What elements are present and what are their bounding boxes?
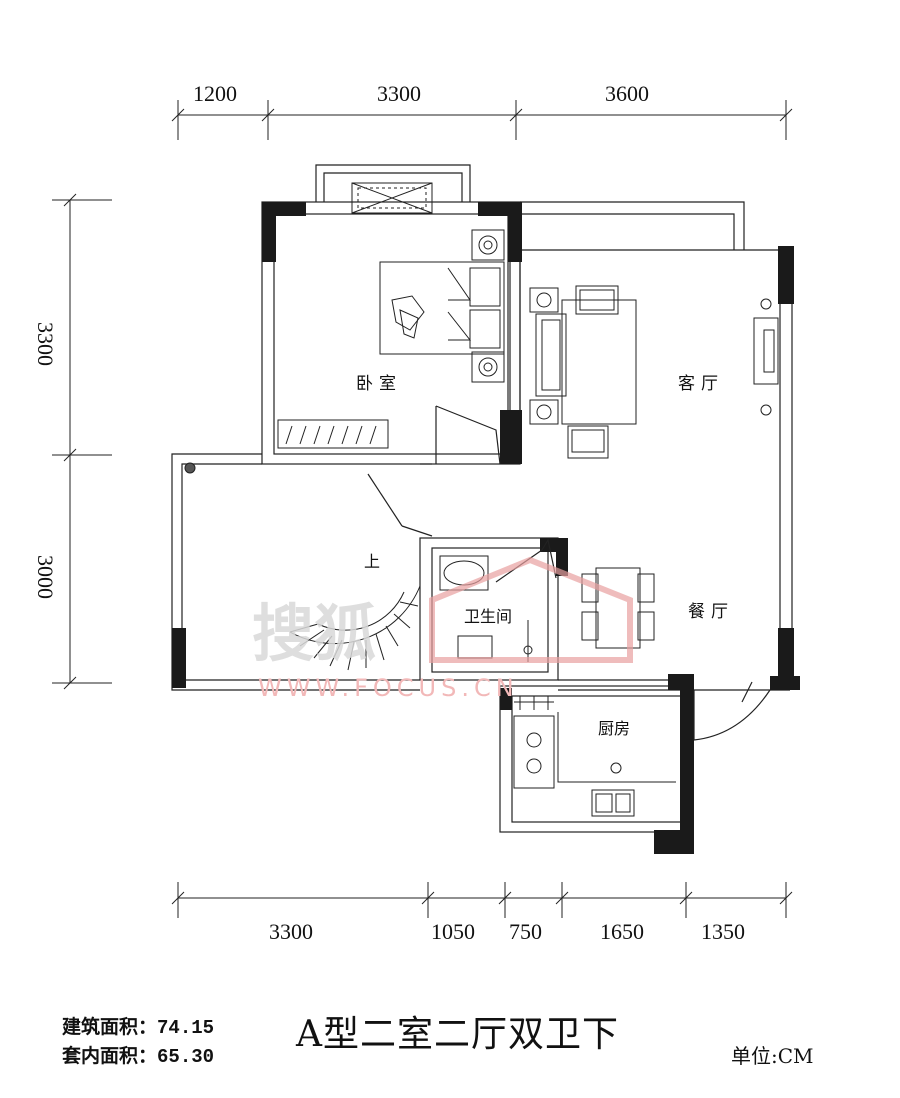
dimension-left: [52, 193, 112, 690]
room-label-dining: 餐厅: [688, 602, 734, 622]
spiral-stairs: [184, 462, 421, 671]
watermark-logo: [429, 556, 633, 663]
dim-top-3: 3600: [605, 81, 649, 106]
dim-bottom-4: 1650: [600, 919, 644, 944]
dim-left-1: 3300: [33, 322, 58, 366]
plan-title: A型二室二厅双卫下: [296, 1014, 619, 1055]
inner-area: 套内面积：65.30: [62, 1041, 214, 1068]
unit-label: 单位:CM: [731, 1044, 814, 1068]
built-area: 建筑面积：74.15: [62, 1012, 214, 1039]
sofa-set: [529, 285, 779, 459]
walls-solid: [172, 202, 800, 854]
inner-area-value: 65.30: [157, 1046, 215, 1068]
dim-top-1: 1200: [193, 81, 237, 106]
nightstand-lamps: [471, 229, 505, 383]
dimension-bottom: [171, 882, 793, 918]
wardrobe: [277, 419, 389, 449]
dim-top-2: 3300: [377, 81, 421, 106]
room-label-stairs: 上: [364, 552, 380, 571]
inner-area-label: 套内面积：: [62, 1045, 158, 1067]
dining-table: [581, 567, 655, 649]
built-area-value: 74.15: [157, 1017, 215, 1039]
bay-window: [351, 182, 433, 214]
room-label-kitchen: 厨房: [598, 719, 630, 738]
dim-bottom-2: 1050: [431, 919, 475, 944]
watermark-url: WWW.FOCUS.CN: [258, 674, 519, 702]
walls-outline: [171, 164, 793, 833]
dim-bottom-3: 750: [509, 919, 542, 944]
dim-bottom-1: 3300: [269, 919, 313, 944]
bed: [379, 261, 505, 355]
kitchen-fixtures: [513, 696, 676, 817]
room-label-bathroom: 卫生间: [464, 607, 512, 626]
dim-bottom-5: 1350: [701, 919, 745, 944]
built-area-label: 建筑面积：: [62, 1016, 158, 1038]
watermark: 搜狐 WWW.FOCUS.CN: [252, 556, 633, 702]
room-label-living: 客厅: [678, 374, 724, 394]
watermark-brand: 搜狐: [252, 597, 376, 670]
dimension-top: [171, 100, 793, 140]
dim-left-2: 3000: [33, 555, 58, 599]
room-label-bedroom: 卧室: [356, 374, 402, 394]
doors: [367, 405, 771, 741]
